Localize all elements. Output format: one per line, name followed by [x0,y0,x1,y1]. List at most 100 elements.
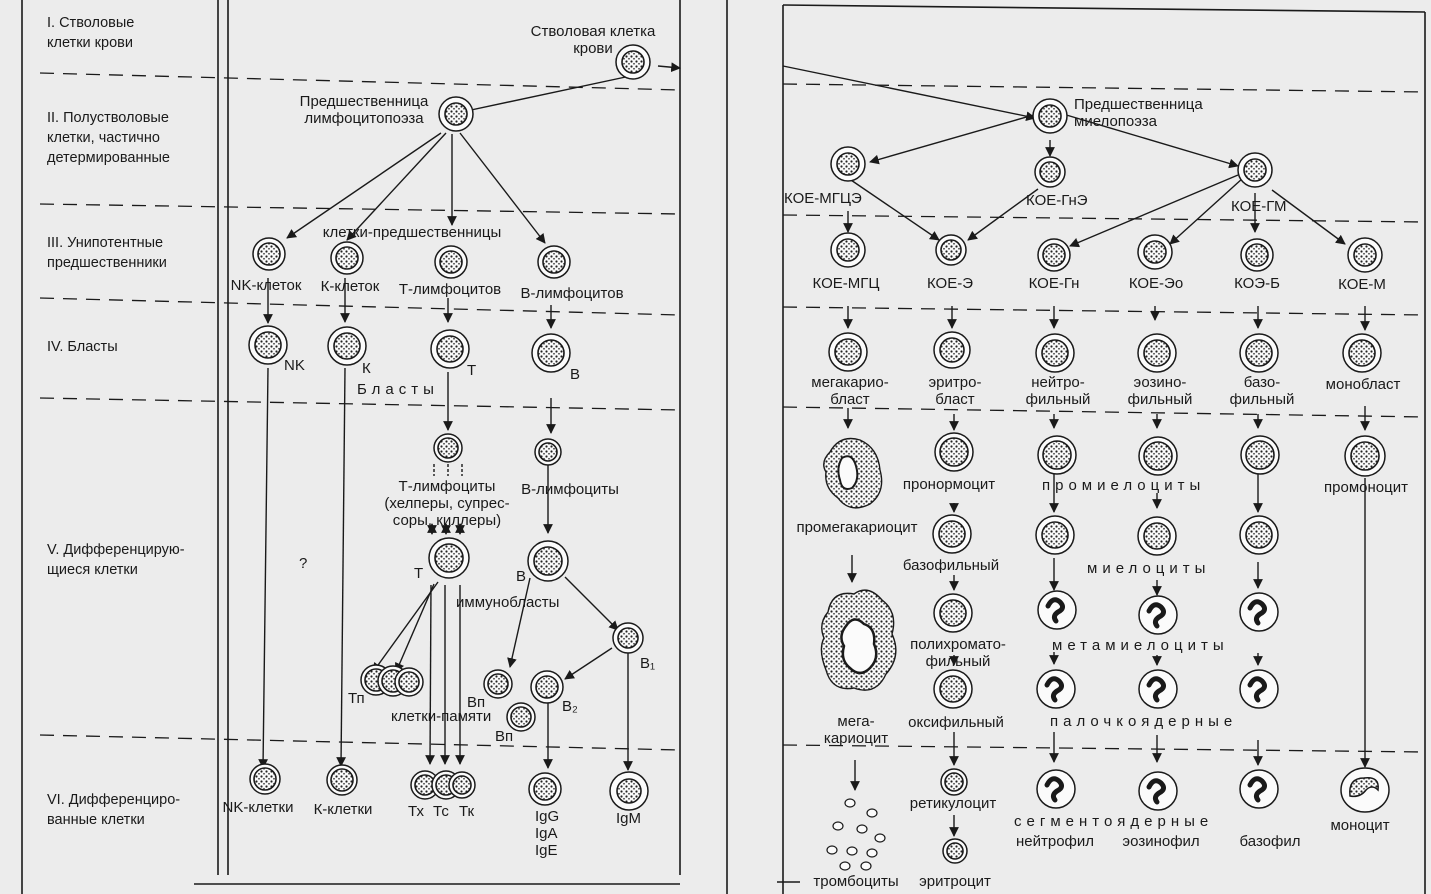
platelet-8 [839,861,851,871]
cell-34 [1037,238,1071,272]
platelet-2 [832,821,844,831]
divider-2 [39,297,681,316]
cell-27 [609,771,649,811]
stem-cell-label: Стволовая клетка крови [530,23,656,57]
cell-nucleus-25 [452,775,472,795]
cell-nucleus-21 [253,767,277,791]
cell-47 [1240,435,1280,475]
cell-nucleus-27 [616,778,642,804]
arrow-21 [564,576,619,631]
t-cell-letter: Т [414,565,424,582]
precursors-header: клетки-предшественницы [322,224,502,241]
cell-12 [428,537,470,579]
cell-19 [530,670,564,704]
cell-48 [1344,435,1386,477]
cell-nucleus-39 [939,337,965,363]
granulocyte-4 [1138,669,1178,709]
monocyte-cell [1340,767,1390,813]
granulocyte-6 [1036,769,1076,809]
cell-55 [940,768,968,796]
platelet-5 [826,845,838,855]
cell-54 [933,669,973,709]
cell-nucleus-9 [537,339,565,367]
blast-nk-letter: NK [284,357,305,374]
cell-4 [434,245,468,279]
granulocyte-0 [1037,590,1077,630]
cell-nucleus-29 [836,152,860,176]
cell-nucleus-18 [487,673,509,695]
cell-nucleus-4 [439,250,463,274]
cell-7 [327,326,367,366]
igm-label: IgM [616,810,642,827]
cell-nucleus-7 [333,332,361,360]
cell-nucleus-51 [1143,522,1171,550]
promegakaryocyte-cell [823,437,883,509]
eosinophilic-blast-label: эозино- фильный [1127,374,1193,408]
granulocyte-nucleus-5 [1247,676,1268,703]
cell-nucleus-52 [1245,521,1273,549]
granulocyte-nucleus-4 [1146,676,1167,703]
cell-nucleus-40 [1041,339,1069,367]
precursor-k-label: К-клеток [320,278,380,295]
promegakaryocyte-nucleus [837,455,859,490]
level-label-2: II. Полустволовые клетки, частично детер… [47,110,170,166]
cell-17 [394,667,424,697]
cell-20 [506,702,536,732]
monocyte-nucleus [1349,777,1379,798]
arrow-10 [258,367,269,769]
cell-5 [537,245,571,279]
cell-nucleus-26 [533,777,557,801]
neutrophil-label: нейтрофил [1015,833,1095,850]
cfu-eo-label: КОЕ-Эо [1128,275,1184,292]
koe-gm-label: КОЕ-ГМ [1231,198,1287,215]
cell-nucleus-47 [1245,440,1275,470]
cell-nucleus-37 [1353,243,1377,267]
cell-nucleus-2 [257,242,281,266]
myelocytes-label: миелоциты [1087,560,1211,577]
cfu-e-label: КОЕ-Э [926,275,974,292]
platelet-9 [860,861,872,871]
arrows [258,62,1370,837]
cell-36 [1240,238,1274,272]
reticulocyte-label: ретикулоцит [909,795,997,812]
cell-1 [438,96,474,132]
arrow-29 [1069,174,1239,248]
cell-11 [534,438,562,466]
granulocyte-nucleus-8 [1247,776,1268,803]
panel-frames [21,0,1426,894]
cfu-gn-label: КОЕ-Гн [1028,275,1080,292]
immunoblasts-label: иммунобласты [456,594,560,611]
cell-nucleus-53 [939,599,967,627]
igs-label: IgG IgA IgE [535,808,560,859]
cell-50 [1035,515,1075,555]
blast-k-letter: К [362,360,371,377]
granulocyte-nucleus-3 [1044,676,1065,703]
erythrocyte-label: эритроцит [919,873,991,890]
divider-9 [782,744,1426,753]
granulocyte-3 [1036,669,1076,709]
cell-37 [1347,237,1383,273]
arrow-26 [869,113,1038,165]
memory-cells-label: клетки-памяти [391,708,492,725]
cell-14 [612,622,644,654]
platelet-0 [844,798,856,808]
granulocyte-1 [1138,595,1178,635]
cell-nucleus-22 [330,768,354,792]
t-lymphocytes-label: Т-лимфоциты (хелперы, супрес- соры, килл… [384,478,510,529]
cell-nucleus-8 [436,335,464,363]
cell-0 [615,44,651,80]
b1-label: B₁ [640,655,656,672]
cell-nucleus-33 [940,239,962,261]
monocyte-label: моноцит [1330,817,1390,834]
cell-49 [932,514,972,554]
divider-1 [39,203,681,215]
level-label-4: IV. Бласты [47,339,118,355]
precursor-nk-label: NK-клеток [230,277,302,294]
cell-nucleus-28 [1038,104,1062,128]
cell-30 [1034,156,1066,188]
cell-nucleus-19 [535,675,559,699]
arrow-3 [346,132,447,241]
granulocyte-2 [1239,592,1279,632]
divider-0 [39,72,681,91]
cell-25 [448,771,476,799]
